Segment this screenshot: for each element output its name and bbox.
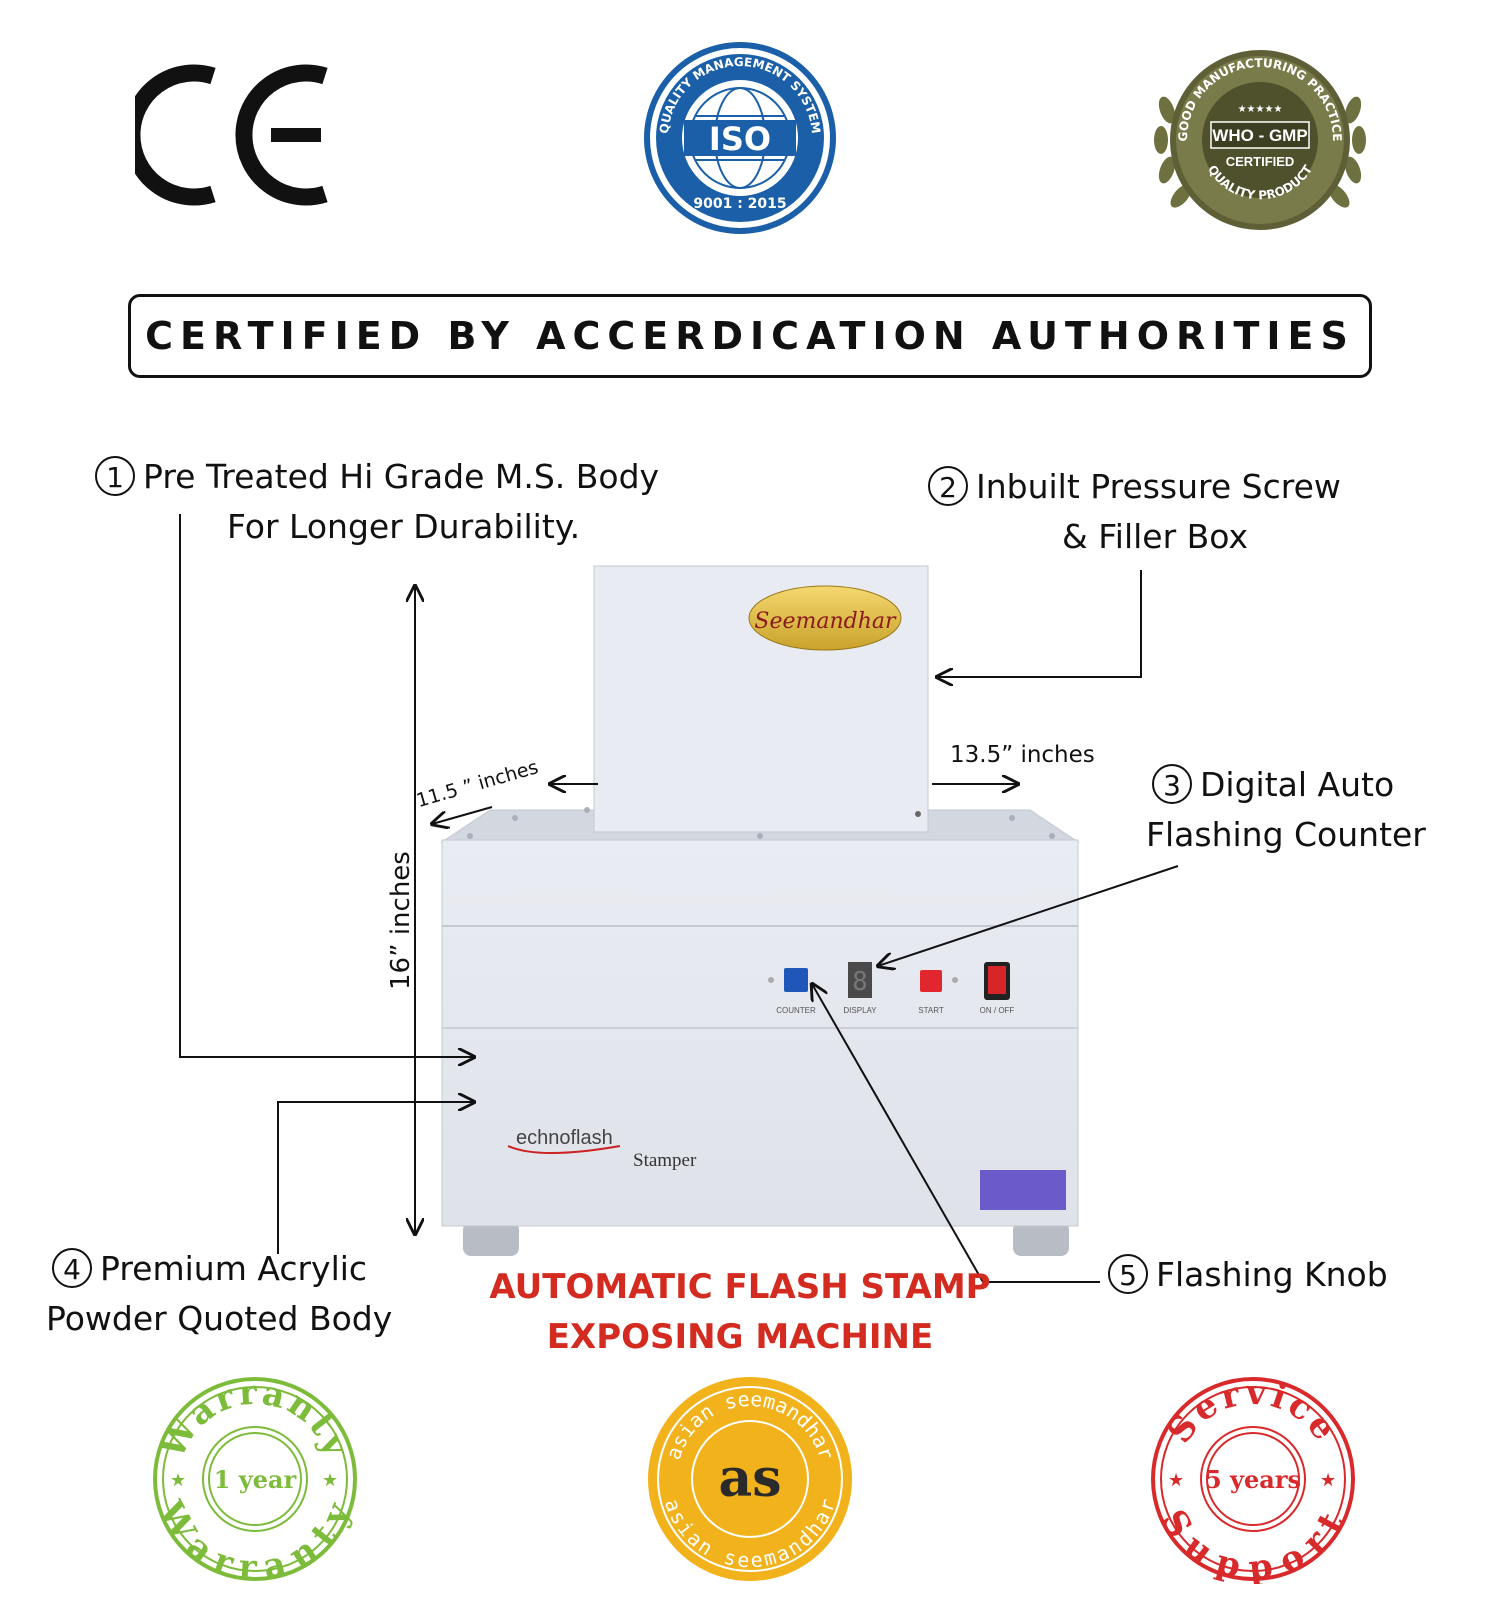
callout-1-line xyxy=(179,514,474,1057)
feature-4-line2: Powder Quoted Body xyxy=(46,1299,393,1338)
warranty-arc-bottom: Warranty xyxy=(150,1494,360,1584)
power-label: ON / OFF xyxy=(980,1006,1015,1015)
seemandhar-logo-plate xyxy=(748,585,902,651)
feature-2-line1: Inbuilt Pressure Screw xyxy=(976,467,1341,506)
warranty-arc-top: Warranty xyxy=(152,1374,357,1465)
feature-3-line2: Flashing Counter xyxy=(1146,815,1426,854)
machine-title-line1: AUTOMATIC FLASH STAMP xyxy=(489,1267,991,1307)
machine-foot-left xyxy=(463,1222,519,1256)
who-gmp-seal: GOOD MANUFACTURING PRACTICE ★★★★★ WHO - … xyxy=(1154,50,1366,230)
feature-5-line1: Flashing Knob xyxy=(1156,1255,1388,1294)
start-button xyxy=(920,970,942,992)
height-dimension-label: 16” inches xyxy=(386,851,416,990)
gmp-stars: ★★★★★ xyxy=(1238,104,1283,115)
machine-foot-right xyxy=(1013,1222,1069,1256)
feature-1-number: 1 xyxy=(95,455,135,496)
machine-title-line2: EXPOSING MACHINE xyxy=(546,1317,934,1357)
service-center-text: 5 years xyxy=(1205,1465,1301,1494)
seemandhar-logo-text: Seemandhar xyxy=(754,609,897,634)
depth-arrow-bottom xyxy=(432,806,493,824)
service-stamp: Service Support ★ ★ 5 years xyxy=(1151,1374,1355,1584)
iso-center-text: ISO xyxy=(709,120,771,158)
iso-9001-seal: ISO QUALITY MANAGEMENT SYSTEM 9001 : 201… xyxy=(644,42,836,234)
start-label: START xyxy=(918,1006,944,1015)
service-arc-bottom: Support xyxy=(1153,1503,1354,1584)
svg-text:★: ★ xyxy=(1168,1470,1184,1490)
feature-5-number: 5 xyxy=(1108,1253,1148,1294)
warranty-center-text: 1 year xyxy=(214,1465,297,1494)
svg-text:★: ★ xyxy=(1320,1470,1336,1490)
machine-title: AUTOMATIC FLASH STAMP EXPOSING MACHINE xyxy=(470,1262,1010,1362)
machine-body xyxy=(441,839,1079,1227)
counter-button xyxy=(784,968,808,992)
feature-1-line2: For Longer Durability. xyxy=(227,507,581,546)
technoflash-brand: echnoflash xyxy=(516,1127,613,1149)
svg-text:★: ★ xyxy=(170,1470,186,1490)
counter-label: COUNTER xyxy=(776,1006,816,1015)
feature-4-line1: Premium Acrylic xyxy=(100,1249,368,1288)
digital-display xyxy=(848,962,872,998)
asian-seemandhar-stamp: asian seemandhar asian seemandhar as xyxy=(648,1377,852,1581)
service-arc-top: Service xyxy=(1160,1374,1347,1451)
display-label: DISPLAY xyxy=(843,1006,877,1015)
stamper-brand: Stamper xyxy=(633,1150,697,1171)
ce-mark-logo xyxy=(135,64,328,206)
warranty-stamp: Warranty Warranty ★ ★ 1 year xyxy=(150,1374,360,1584)
iso-year-text: 9001 : 2015 xyxy=(693,196,786,212)
feature-2-number: 2 xyxy=(928,465,968,506)
feature-3-line1: Digital Auto xyxy=(1200,765,1395,804)
feature-2-line2: & Filler Box xyxy=(1062,517,1249,556)
certified-banner-text: CERTIFIED BY ACCERDICATION AUTHORITIES xyxy=(145,314,1355,358)
feature-1-line1: Pre Treated Hi Grade M.S. Body xyxy=(143,457,660,496)
callout-4-line xyxy=(277,1102,474,1254)
feature-3-number: 3 xyxy=(1152,763,1192,804)
callout-2-line xyxy=(937,570,1142,677)
svg-text:★: ★ xyxy=(322,1470,338,1490)
certified-banner: CERTIFIED BY ACCERDICATION AUTHORITIES xyxy=(128,294,1372,378)
callout-5-line xyxy=(812,984,1100,1283)
feature-4-number: 4 xyxy=(52,1247,92,1288)
gmp-certified-text: CERTIFIED xyxy=(1226,154,1295,169)
callout-3-line xyxy=(878,865,1179,966)
svg-text:8: 8 xyxy=(852,967,868,997)
gmp-center-text: WHO - GMP xyxy=(1212,126,1307,145)
width-dimension-label: 13.5” inches xyxy=(950,742,1095,768)
batch-sticker xyxy=(980,1170,1066,1210)
brand-center-text: as xyxy=(719,1448,782,1509)
